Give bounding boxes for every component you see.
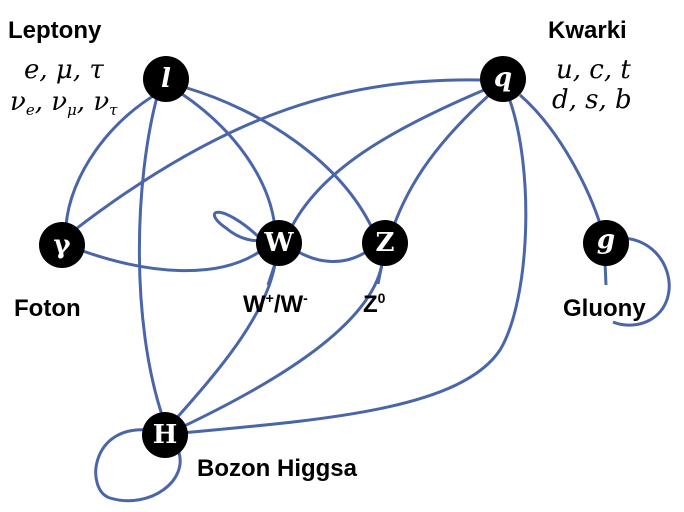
node-l-circle — [143, 56, 189, 102]
node-W-symbol: W — [263, 228, 294, 258]
node-gamma: γ — [39, 222, 85, 268]
node-g-circle — [583, 220, 629, 266]
edge-l-Z — [186, 86, 375, 231]
edge-q-Z — [391, 94, 490, 229]
edge-l-W — [181, 92, 277, 229]
edge-q-W — [288, 88, 485, 231]
edge-gamma-W — [79, 248, 263, 273]
node-Z-symbol: Z — [376, 228, 395, 258]
node-l-symbol: l — [161, 64, 171, 94]
edge-g-g — [612, 236, 671, 327]
edge-q-H — [181, 97, 528, 435]
leptons-row2: νe, νμ, ντ — [10, 87, 118, 119]
node-l: l — [143, 56, 189, 102]
node-H-symbol: H — [153, 420, 178, 450]
node-W-circle — [256, 220, 302, 266]
gluon-label: Gluony — [563, 295, 646, 322]
edge-Z-H — [179, 263, 384, 430]
quarks-title: Kwarki — [548, 17, 627, 44]
w-boson-label: W+/W- — [243, 290, 308, 318]
quarks-row2: d, s, b — [552, 85, 632, 115]
edge-Z-stub — [376, 263, 384, 285]
node-q: q — [480, 56, 526, 102]
edge-q-g — [519, 93, 604, 231]
node-H-circle — [142, 412, 188, 458]
node-Z: Z — [362, 220, 408, 266]
node-gamma-circle — [39, 222, 85, 268]
z-boson-label: Z0 — [363, 290, 386, 318]
edge-W-H — [173, 263, 277, 421]
higgs-label: Bozon Higgsa — [197, 455, 358, 482]
node-H: H — [142, 412, 188, 458]
node-g-symbol: g — [597, 225, 615, 255]
node-gamma-symbol: γ — [53, 230, 71, 260]
edge-W-W — [213, 210, 266, 243]
node-g: g — [583, 220, 629, 266]
edge-H-H — [94, 428, 182, 503]
photon-label: Foton — [14, 295, 81, 322]
node-Z-circle — [362, 220, 408, 266]
leptons-title: Leptony — [8, 17, 102, 44]
edge-q-gamma — [71, 78, 481, 234]
edge-l-gamma — [64, 90, 161, 227]
edge-W-stub — [266, 263, 277, 286]
node-q-circle — [480, 56, 526, 102]
edge-W-Z — [294, 248, 367, 263]
node-q-symbol: q — [494, 63, 512, 93]
edge-l-H — [137, 96, 165, 419]
node-W: W — [256, 220, 302, 266]
quarks-row1: u, c, t — [556, 55, 631, 85]
leptons-row1: e, μ, τ — [24, 55, 104, 85]
edges — [64, 78, 671, 503]
